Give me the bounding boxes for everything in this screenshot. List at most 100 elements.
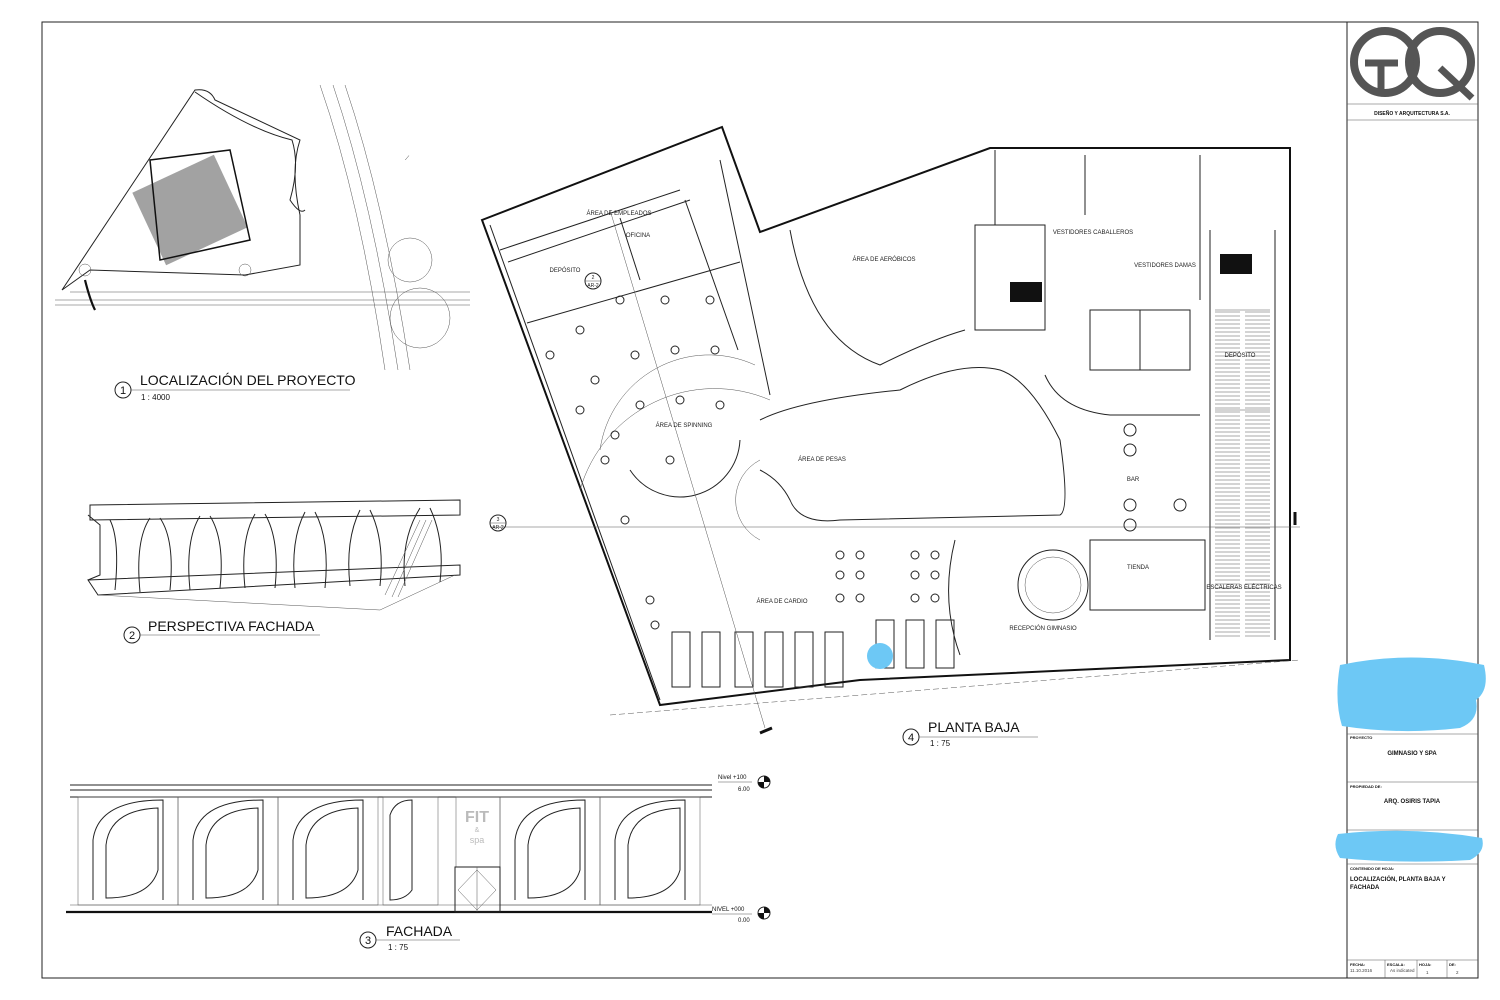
bar-table: [1123, 423, 1137, 437]
exercise-bike: [600, 455, 610, 465]
content-line-2: FACHADA: [1350, 885, 1380, 891]
treadmill: [794, 631, 814, 688]
company-name: DISEÑO Y ARQUITECTURA S.A.: [1374, 110, 1450, 117]
level-marker-top: Nivel +100 6.00: [718, 775, 771, 793]
facade-bay: [382, 796, 439, 906]
room-label: VESTIDORES DAMAS: [1134, 263, 1196, 269]
scale-value: As indicated: [1390, 968, 1415, 973]
treadmill: [701, 631, 721, 688]
exercise-bike: [855, 593, 865, 603]
floor-plan-view: 2 AR-2 3 AR-2 ÁREA DE EMPLEADOS OFICINA …: [480, 125, 1301, 735]
room-label: ESCALERAS ELÉCTRICAS: [1206, 584, 1281, 591]
view-scale: 1 : 75: [930, 739, 951, 748]
view-number: 1: [120, 385, 126, 397]
of-label: DE:: [1449, 962, 1456, 967]
view-number: 4: [908, 732, 914, 744]
room-label: BAR: [1127, 477, 1140, 483]
treadmill: [935, 619, 955, 669]
exercise-bike: [645, 595, 655, 605]
svg-text:3: 3: [497, 517, 500, 523]
exercise-bike: [855, 570, 865, 580]
content-line-1: LOCALIZACIÓN, PLANTA BAJA Y: [1350, 875, 1446, 883]
level-marker-bottom: NIVEL +000 0.00: [712, 906, 771, 924]
view-title: PLANTA BAJA: [928, 719, 1020, 735]
exercise-bike: [635, 400, 645, 410]
of-value: 2: [1456, 970, 1459, 975]
room-label: ÁREA DE EMPLEADOS: [586, 210, 651, 217]
room-label: ÁREA DE PESAS: [798, 456, 846, 463]
facade-sign-amp: &: [475, 827, 480, 834]
exercise-bike: [575, 405, 585, 415]
room-label: TIENDA: [1127, 565, 1149, 571]
facade-window: [389, 799, 413, 901]
facade-arch: [192, 799, 264, 900]
exercise-bike: [630, 350, 640, 360]
exercise-bike: [930, 593, 940, 603]
facade-arch: [292, 799, 364, 900]
room-label: VESTIDORES CABALLEROS: [1053, 230, 1133, 236]
room-label: ÁREA DE SPINNING: [656, 422, 713, 429]
owner-label: PROPIEDAD DE:: [1350, 784, 1382, 789]
level-value: 6.00: [738, 787, 750, 793]
view-title-4: 4 PLANTA BAJA 1 : 75: [902, 719, 1038, 748]
sheet-label: HOJA:: [1419, 962, 1431, 967]
view-title: LOCALIZACIÓN DEL PROYECTO: [140, 372, 356, 388]
redaction-mark: [867, 643, 893, 669]
facade-sign-main: FIT: [465, 809, 489, 826]
exercise-bike: [620, 515, 630, 525]
exercise-bike: [590, 375, 600, 385]
view-scale: 1 : 4000: [141, 393, 170, 402]
content-label: CONTENIDO DE HOJA:: [1350, 866, 1394, 871]
room-label: OFICINA: [626, 233, 650, 239]
sheet-border: [41, 21, 1479, 979]
facade-view: FIT & spa Nivel +100 6.00 NIVEL +000 0.0…: [66, 775, 771, 924]
exercise-bike: [855, 550, 865, 560]
level-value: 0.00: [738, 918, 750, 924]
exercise-bike: [910, 593, 920, 603]
room-label: ÁREA DE AERÓBICOS: [852, 256, 915, 263]
treadmill: [905, 619, 925, 669]
site-plan-view: ⟋: [55, 84, 470, 371]
bar-table: [1123, 518, 1137, 532]
owner-name: ARQ. OSIRIS TAPIA: [1384, 799, 1441, 805]
facade-bay: [599, 796, 701, 906]
svg-text:AR-2: AR-2: [587, 283, 599, 289]
treadmill: [671, 631, 691, 688]
exercise-bike: [670, 345, 680, 355]
title-block: DISEÑO Y ARQUITECTURA S.A. PROYECTO GIMN…: [1335, 27, 1486, 978]
bar-table: [1173, 498, 1187, 512]
view-number: 3: [365, 935, 371, 947]
treadmill: [734, 631, 754, 688]
view-title-3: 3 FACHADA 1 : 75: [359, 923, 460, 952]
exercise-bike: [705, 295, 715, 305]
exercise-bike: [835, 570, 845, 580]
exercise-bike: [610, 430, 620, 440]
project-label: PROYECTO: [1350, 735, 1372, 740]
north-arrow-icon: ⟋: [405, 155, 410, 162]
section-mark: 2 AR-2: [584, 272, 602, 290]
redaction-mark: [1337, 657, 1486, 732]
facade-bay: [277, 796, 379, 906]
exercise-bike: [715, 400, 725, 410]
company-logo: [1350, 27, 1475, 101]
project-name: GIMNASIO Y SPA: [1387, 751, 1437, 757]
scale-label: ESCALA:: [1387, 962, 1405, 967]
svg-text:AR-2: AR-2: [492, 525, 504, 531]
facade-window: [105, 807, 159, 899]
view-title-2: 2 PERSPECTIVA FACHADA: [123, 618, 320, 644]
exercise-bike: [660, 295, 670, 305]
redaction-mark: [1335, 830, 1483, 862]
facade-window: [627, 807, 681, 899]
exercise-bike: [835, 593, 845, 603]
bar-table: [1123, 443, 1137, 457]
date-label: FECHA:: [1350, 962, 1365, 967]
view-title: PERSPECTIVA FACHADA: [148, 618, 315, 634]
room-label: ÁREA DE CARDIO: [756, 598, 807, 605]
view-title-1: 1 LOCALIZACIÓN DEL PROYECTO 1 : 4000: [114, 372, 356, 402]
exercise-bike: [910, 570, 920, 580]
room-label: RECEPCIÓN GIMNASIO: [1009, 625, 1077, 632]
facade-window: [527, 807, 581, 899]
exercise-bike: [930, 550, 940, 560]
exercise-bike: [545, 350, 555, 360]
facade-window: [205, 807, 259, 899]
